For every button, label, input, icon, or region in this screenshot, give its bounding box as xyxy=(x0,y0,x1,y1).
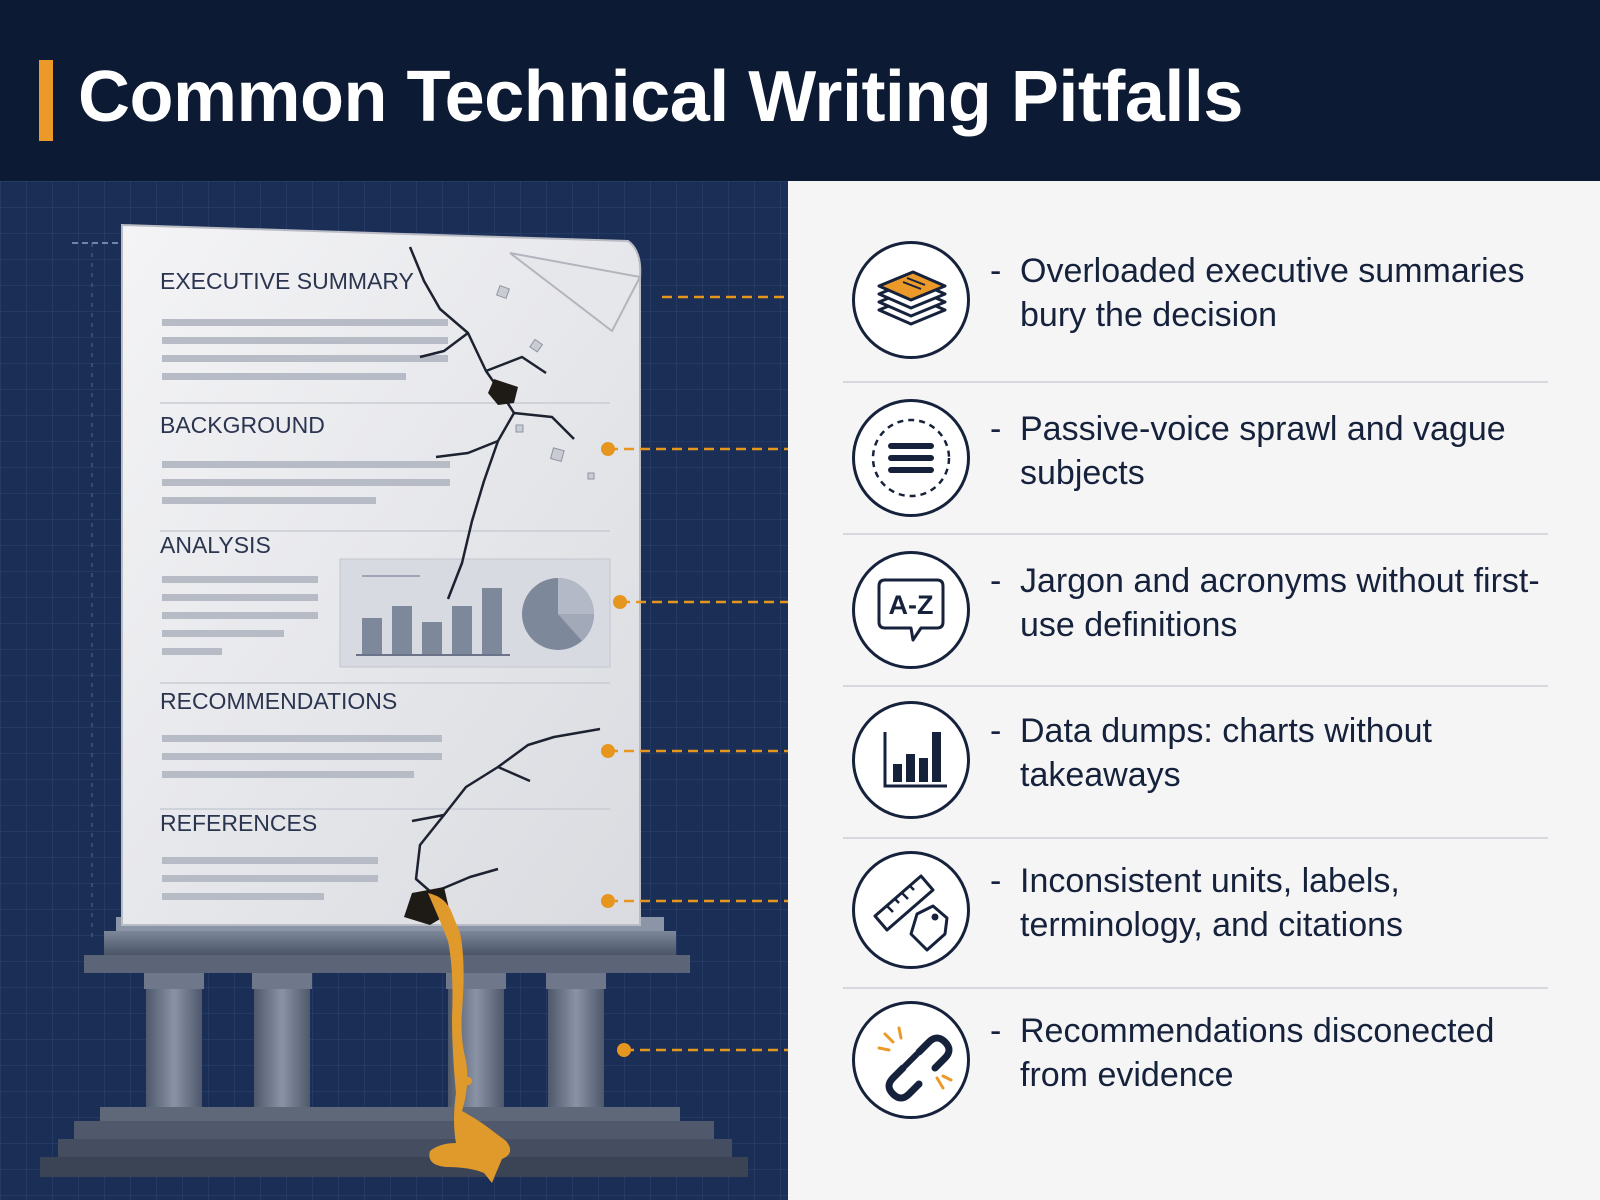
broken-link-icon xyxy=(852,1001,970,1119)
cracked-document-illustration: EXECUTIVE SUMMARY BACKGROUND ANALYSIS RE… xyxy=(0,181,788,1200)
header: Common Technical Writing Pitfalls xyxy=(0,0,1600,181)
bullet-dash: - xyxy=(990,712,1002,750)
pitfall-item: -Recommendations disconected from eviden… xyxy=(788,987,1600,1137)
ruler-tag-icon xyxy=(852,851,970,969)
pitfall-item: -Inconsistent units, labels, terminology… xyxy=(788,837,1600,987)
orange-drip xyxy=(428,893,511,1183)
a-z-label: A-Z xyxy=(889,590,934,620)
doc-text-lines xyxy=(162,319,450,900)
pitfall-item: -Overloaded executive summaries bury the… xyxy=(788,227,1600,377)
pitfall-item: -Data dumps: charts without takeaways xyxy=(788,687,1600,837)
list-divider xyxy=(843,381,1548,383)
text-lines-icon xyxy=(852,399,970,517)
list-divider xyxy=(843,987,1548,989)
bullet-dash: - xyxy=(990,562,1002,600)
pitfall-text: -Overloaded executive summaries bury the… xyxy=(990,249,1560,337)
illustration-panel: EXECUTIVE SUMMARY BACKGROUND ANALYSIS RE… xyxy=(0,181,788,1200)
list-divider xyxy=(843,533,1548,535)
bullet-dash: - xyxy=(990,252,1002,290)
crack-debris xyxy=(495,284,595,480)
leader-lines xyxy=(608,295,788,1052)
pitfall-item: -Passive-voice sprawl and vague subjects xyxy=(788,385,1600,535)
doc-chart-figure xyxy=(339,558,611,668)
bullet-dash: - xyxy=(990,862,1002,900)
doc-section-references: REFERENCES xyxy=(160,810,317,836)
pitfall-text: -Data dumps: charts without takeaways xyxy=(990,709,1560,797)
leader-dots xyxy=(601,442,631,1057)
title-accent-bar xyxy=(39,60,53,141)
list-divider xyxy=(843,837,1548,839)
pitfall-text: -Recommendations disconected from eviden… xyxy=(990,1009,1560,1097)
doc-section-dividers xyxy=(160,402,610,810)
doc-section-recommendations: RECOMMENDATIONS xyxy=(160,688,397,714)
bar-chart-icon xyxy=(852,701,970,819)
doc-section-background: BACKGROUND xyxy=(160,412,325,438)
pitfall-text: -Inconsistent units, labels, terminology… xyxy=(990,859,1560,947)
page-title: Common Technical Writing Pitfalls xyxy=(78,57,1243,137)
list-divider xyxy=(843,685,1548,687)
doc-section-executive-summary: EXECUTIVE SUMMARY xyxy=(160,268,414,294)
pedestal xyxy=(40,917,748,1177)
doc-section-analysis: ANALYSIS xyxy=(160,532,271,558)
bullet-dash: - xyxy=(990,1012,1002,1050)
pitfall-text: -Jargon and acronyms without first-use d… xyxy=(990,559,1560,647)
a-z-speech-bubble-icon: A-Z xyxy=(852,551,970,669)
pitfall-text: -Passive-voice sprawl and vague subjects xyxy=(990,407,1560,495)
bullet-dash: - xyxy=(990,410,1002,448)
stacked-papers-icon xyxy=(852,241,970,359)
pitfalls-list: -Overloaded executive summaries bury the… xyxy=(788,181,1600,1200)
pitfall-item: A-Z -Jargon and acronyms without first-u… xyxy=(788,537,1600,687)
